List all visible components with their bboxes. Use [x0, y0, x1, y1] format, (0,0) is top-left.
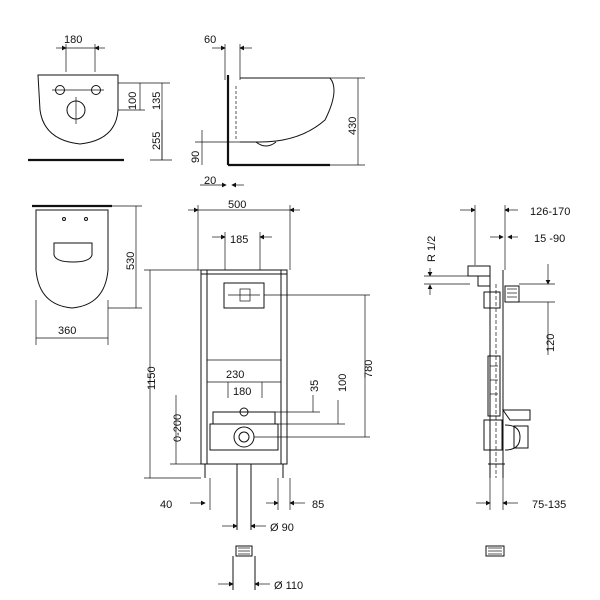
- dim-780-frame: 780: [363, 360, 375, 378]
- dim-500-frame: 500: [228, 199, 246, 211]
- bowl-side-view: 60 430 90 20: [190, 34, 365, 188]
- dim-255-bowl: 255: [151, 132, 163, 150]
- dim-90-side: 90: [190, 151, 202, 163]
- dim-185-frame: 185: [230, 234, 248, 246]
- frame-front-view: 500 185 230 180 35 100 780: [144, 199, 375, 592]
- bowl-plan-view: 530 360: [32, 204, 142, 345]
- dim-100-frame: 100: [337, 374, 349, 392]
- dim-20-side: 20: [204, 175, 216, 187]
- dim-75-135: 75-135: [532, 499, 566, 511]
- frame-side-view: 126-170 15 -90 R 1/2 120: [424, 205, 570, 557]
- dim-60-side: 60: [204, 34, 216, 46]
- dim-35-frame: 35: [309, 380, 321, 392]
- dim-180-frame: 180: [233, 386, 251, 398]
- dim-1150-frame: 1150: [146, 366, 158, 390]
- dim-r12: R 1/2: [426, 236, 438, 262]
- dim-230-frame: 230: [226, 369, 244, 381]
- bowl-front-view: 180 100 135 255: [28, 34, 172, 162]
- dim-180-top: 180: [64, 34, 82, 46]
- dim-126-170: 126-170: [530, 206, 570, 218]
- dim-15-90: 15 -90: [534, 233, 565, 245]
- dim-100-bowl: 100: [127, 92, 139, 110]
- dim-dia110: Ø 110: [274, 580, 303, 592]
- dim-430-side: 430: [347, 117, 359, 135]
- dim-530-plan: 530: [125, 252, 137, 270]
- dim-85-frame: 85: [312, 499, 324, 511]
- dim-360-plan: 360: [58, 325, 76, 337]
- dim-40-frame: 40: [160, 499, 172, 511]
- dim-dia90: Ø 90: [270, 522, 294, 534]
- dim-0-200-frame: 0-200: [172, 414, 184, 442]
- dim-120-side: 120: [545, 334, 557, 352]
- dim-135-bowl: 135: [151, 92, 163, 110]
